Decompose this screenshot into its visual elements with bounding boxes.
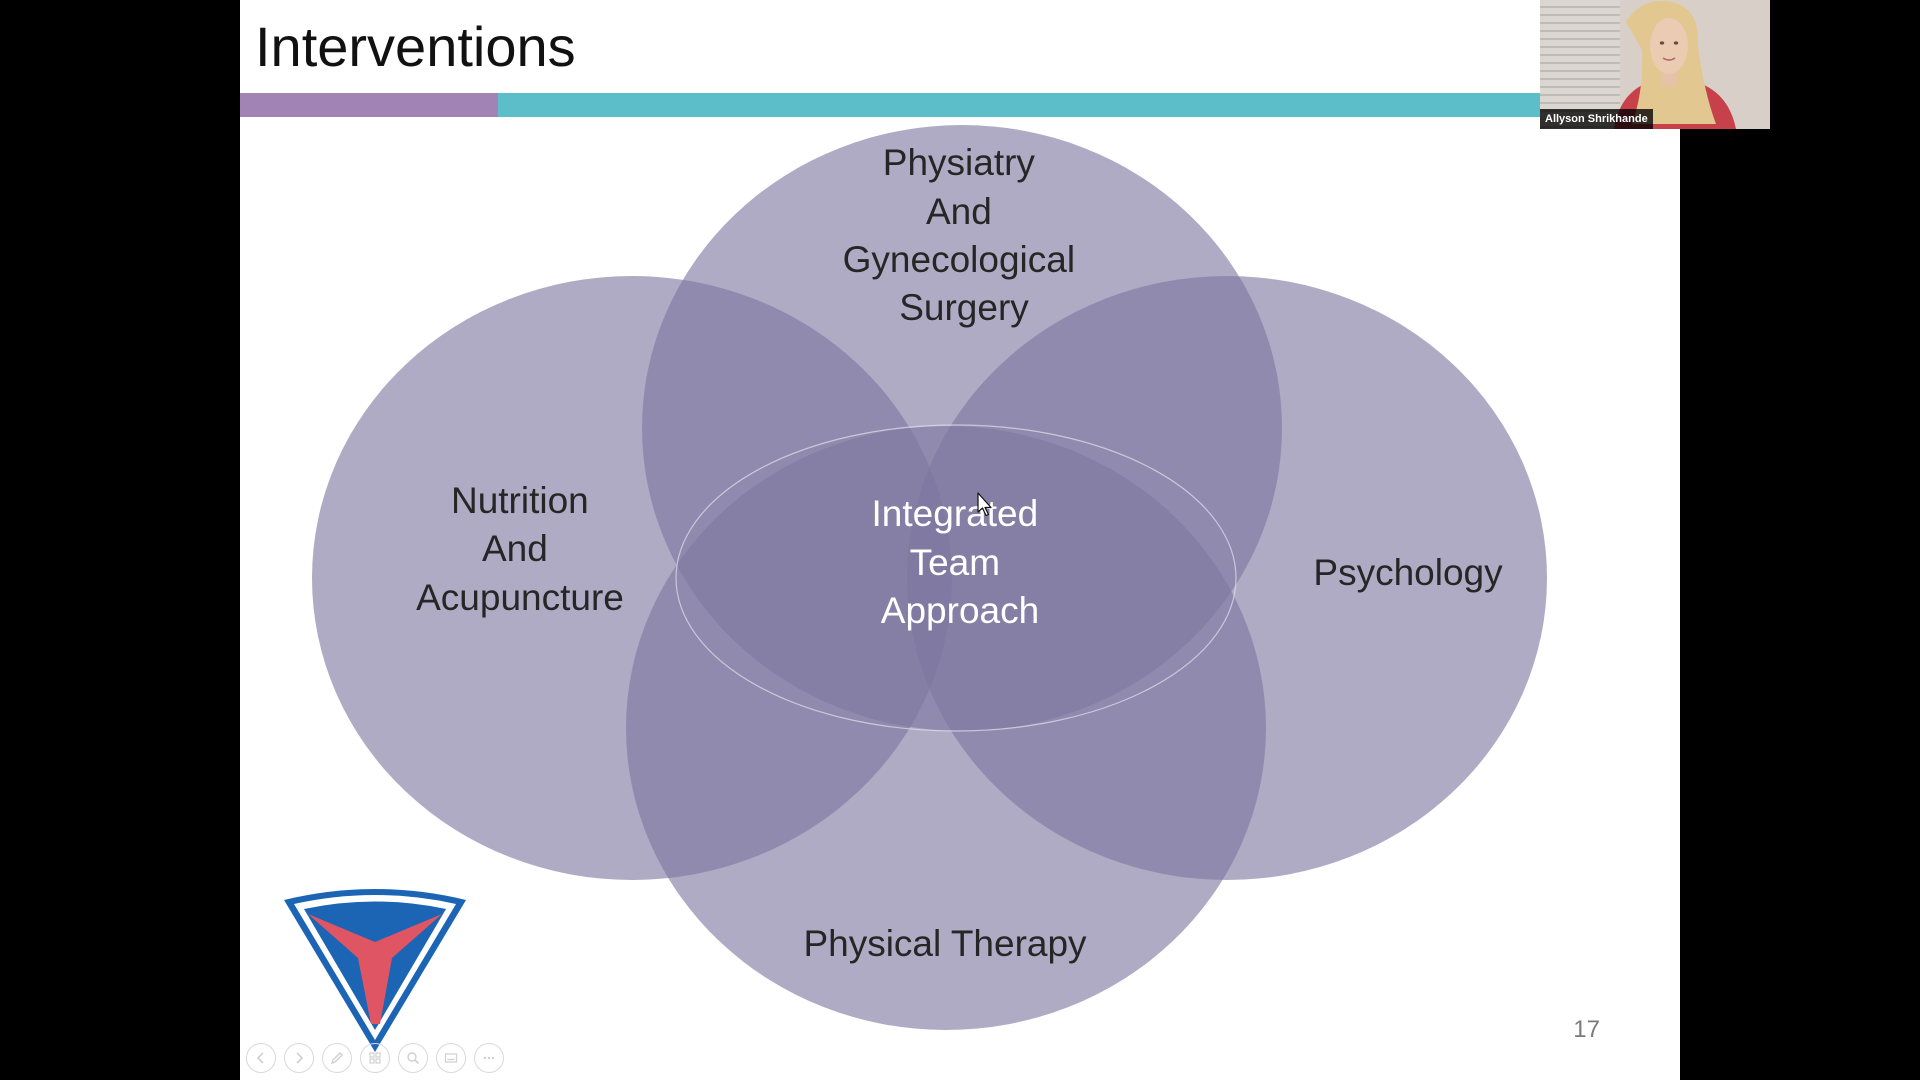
venn-label-top-line: Physiatry xyxy=(883,142,1036,183)
zoom-button[interactable] xyxy=(398,1043,428,1073)
venn-label-left-line: Acupuncture xyxy=(416,577,624,618)
venn-label-center: Integrated Team Approach xyxy=(872,493,1049,631)
slide: Interventions Physiatry And Gynecologica… xyxy=(240,0,1680,1080)
venn-label-top-line: Surgery xyxy=(899,287,1029,328)
venn-label-left: Nutrition And Acupuncture xyxy=(416,480,624,618)
next-slide-button[interactable] xyxy=(284,1043,314,1073)
participant-name-label: Allyson Shrikhande xyxy=(1540,109,1653,129)
venn-label-bottom: Physical Therapy xyxy=(803,923,1087,964)
title-accent-bar-purple xyxy=(240,93,498,117)
see-all-slides-button[interactable] xyxy=(360,1043,390,1073)
title-accent-bar-teal xyxy=(498,93,1680,117)
next-icon xyxy=(296,1052,304,1064)
venn-circle-bottom xyxy=(626,426,1266,1030)
venn-label-bottom-line: Physical Therapy xyxy=(803,923,1087,964)
venn-label-left-line: Nutrition xyxy=(451,480,589,521)
venn-label-left-line: And xyxy=(482,528,548,569)
more-options-button[interactable] xyxy=(474,1043,504,1073)
slideshow-toolbar xyxy=(246,1043,504,1077)
pen-icon xyxy=(330,1052,343,1065)
video-background-blinds xyxy=(1540,0,1620,129)
slide-title: Interventions xyxy=(255,15,576,78)
venn-label-right: Psychology xyxy=(1313,552,1503,593)
venn-label-top-line: Gynecological xyxy=(843,239,1075,280)
previous-icon xyxy=(256,1052,264,1064)
venn-label-center-line: Team xyxy=(910,542,1000,583)
pen-tool-button[interactable] xyxy=(322,1043,352,1073)
subtitle-icon xyxy=(444,1053,458,1063)
venn-label-right-line: Psychology xyxy=(1313,552,1503,593)
venn-label-top-line: And xyxy=(926,191,992,232)
subtitles-button[interactable] xyxy=(436,1043,466,1073)
previous-slide-button[interactable] xyxy=(246,1043,276,1073)
venn-label-top: Physiatry And Gynecological Surgery xyxy=(843,142,1086,328)
venn-label-center-line: Approach xyxy=(881,590,1039,631)
participant-video-tile[interactable]: Allyson Shrikhande xyxy=(1540,0,1770,129)
venn-label-center-line: Integrated xyxy=(872,493,1039,534)
slides-icon xyxy=(369,1052,381,1064)
mouse-cursor-icon xyxy=(977,492,992,517)
zoom-icon xyxy=(407,1052,420,1065)
slide-page-number: 17 xyxy=(1573,1016,1600,1043)
venn-diagram: Physiatry And Gynecological Surgery Nutr… xyxy=(312,125,1547,1030)
shield-logo-icon xyxy=(284,889,466,1052)
venn-center-outline xyxy=(675,424,1237,732)
more-icon xyxy=(483,1056,495,1060)
